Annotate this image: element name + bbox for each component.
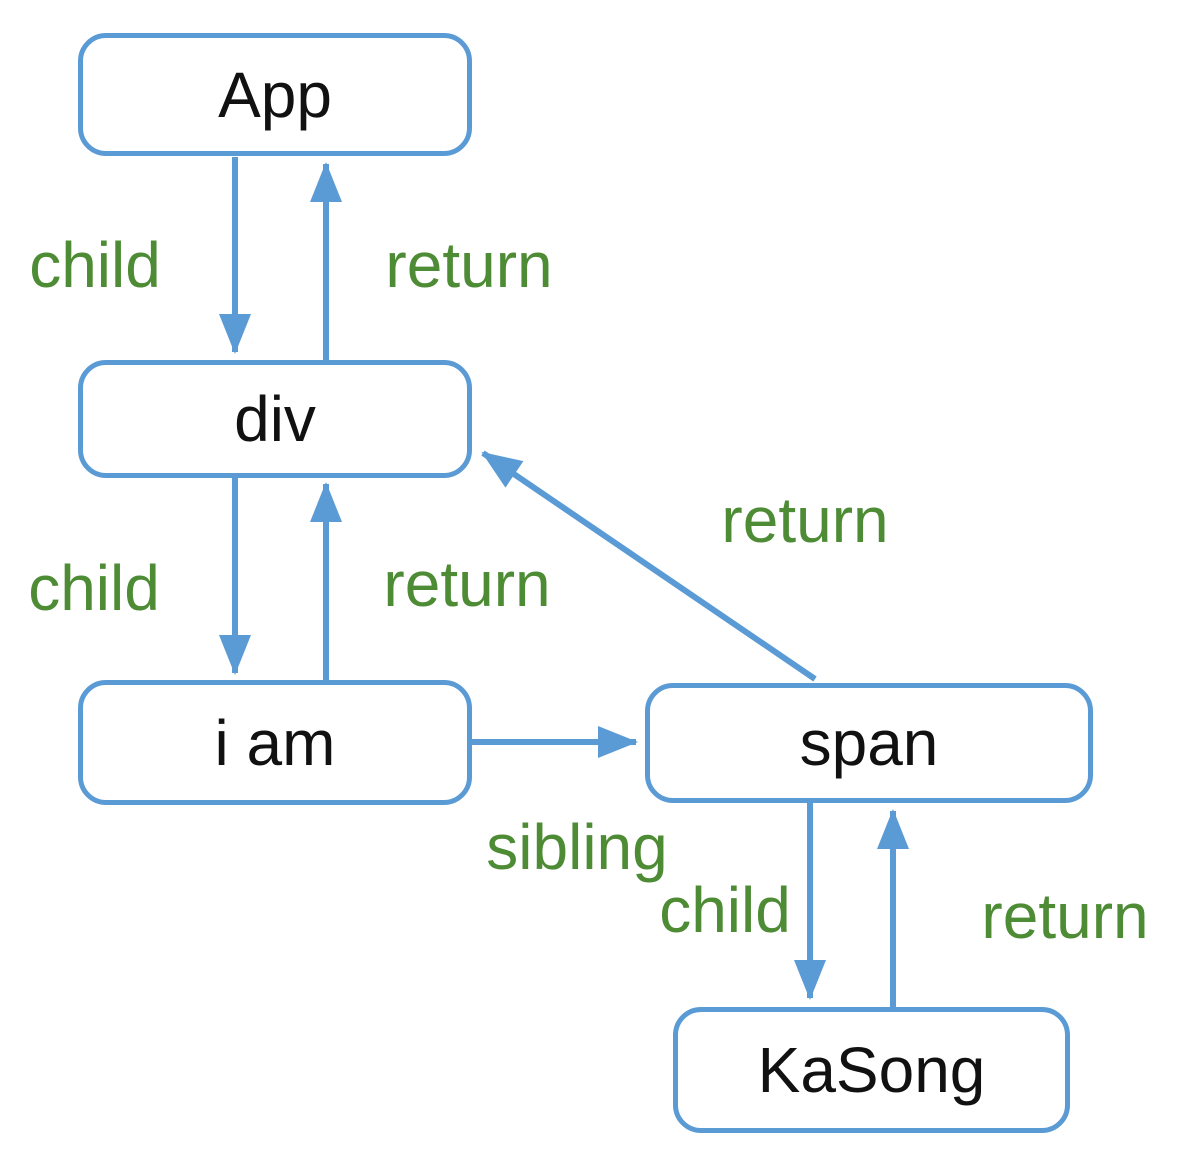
edge-label-div-to-app-return: return xyxy=(385,229,553,301)
node-span: span xyxy=(645,683,1093,803)
edge-label-span-to-div-return: return xyxy=(721,484,889,556)
node-kasong-label: KaSong xyxy=(757,1034,986,1106)
arrow-span-to-div-return xyxy=(481,450,817,682)
node-div: div xyxy=(78,360,472,478)
edge-label-iam-to-span-sibling: sibling xyxy=(486,811,668,883)
edge-label-app-to-div-child: child xyxy=(29,229,161,301)
node-iam: i am xyxy=(78,680,472,805)
edge-label-kasong-to-span-return: return xyxy=(981,880,1149,952)
node-app-label: App xyxy=(218,58,332,131)
node-app: App xyxy=(78,33,472,156)
node-div-label: div xyxy=(234,383,316,455)
edge-label-div-to-iam-child: child xyxy=(28,552,160,624)
edge-label-iam-to-div-return: return xyxy=(383,548,551,620)
node-iam-label: i am xyxy=(214,706,336,779)
edge-label-span-to-kasong-child: child xyxy=(659,874,791,946)
node-kasong: KaSong xyxy=(673,1007,1070,1133)
node-span-label: span xyxy=(799,707,939,779)
